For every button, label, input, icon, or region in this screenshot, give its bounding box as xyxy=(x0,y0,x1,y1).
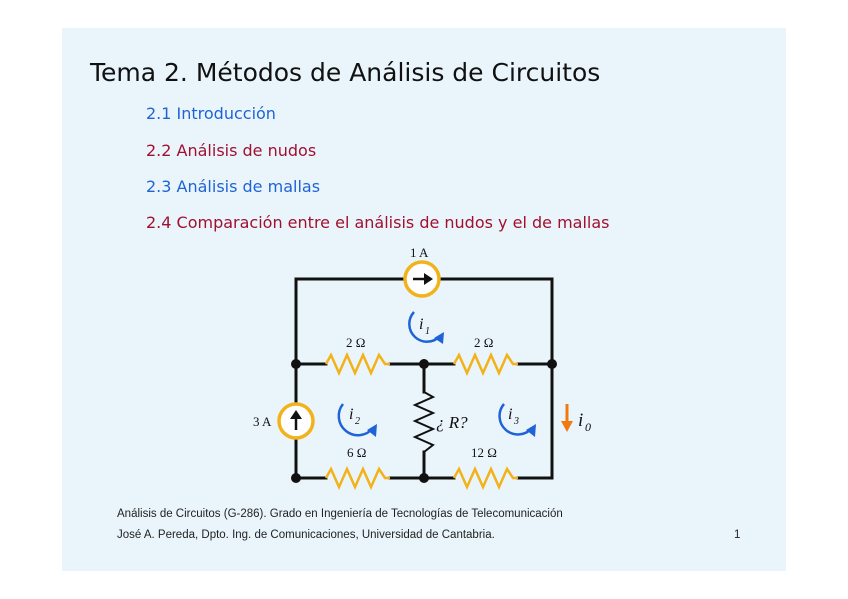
label-mesh-current-3: i xyxy=(508,406,512,423)
mesh-arrowheads xyxy=(367,332,536,437)
label-resistor-top-right: 2 Ω xyxy=(474,335,493,350)
topic-item-nudos: 2.2 Análisis de nudos xyxy=(146,141,317,160)
output-current-arrow xyxy=(561,404,573,432)
label-resistor-bottom-left: 6 Ω xyxy=(347,445,366,460)
slide-title: Tema 2. Métodos de Análisis de Circuitos xyxy=(90,58,601,87)
resistor-top-left xyxy=(324,351,390,377)
footer-author: José A. Pereda, Dpto. Ing. de Comunicaci… xyxy=(117,529,495,541)
resistor-bottom-left xyxy=(324,465,390,491)
current-source-top xyxy=(403,260,441,298)
label-output-current: i xyxy=(578,410,583,431)
resistor-top-right xyxy=(452,351,518,377)
label-mesh-current-2: i xyxy=(349,406,353,423)
label-source-left: 3 A xyxy=(253,414,272,429)
topic-item-mallas: 2.3 Análisis de mallas xyxy=(146,177,321,196)
mesh-arrows xyxy=(337,311,533,437)
label-mesh-sub-1: 1 xyxy=(425,326,430,337)
resistor-zigzags xyxy=(324,351,518,491)
label-resistor-bottom-right: 12 Ω xyxy=(471,445,497,460)
topic-item-introduccion: 2.1 Introducción xyxy=(146,104,276,123)
label-resistor-middle: ¿ R? xyxy=(436,413,468,432)
label-output-sub: 0 xyxy=(585,420,591,434)
label-source-top: 1 A xyxy=(410,245,429,260)
page-number: 1 xyxy=(734,529,741,541)
label-mesh-sub-3: 3 xyxy=(513,416,519,427)
current-source-left xyxy=(277,402,315,440)
resistor-middle xyxy=(412,391,436,453)
resistor-bottom-right xyxy=(452,465,518,491)
label-mesh-sub-2: 2 xyxy=(355,416,360,427)
label-resistor-top-left: 2 Ω xyxy=(346,335,365,350)
footer-course: Análisis de Circuitos (G-286). Grado en … xyxy=(117,508,563,520)
circuit-wires xyxy=(294,277,554,480)
circuit-nodes xyxy=(291,359,557,483)
label-mesh-current-1: i xyxy=(419,316,423,333)
topic-item-comparacion: 2.4 Comparación entre el análisis de nud… xyxy=(146,213,610,232)
